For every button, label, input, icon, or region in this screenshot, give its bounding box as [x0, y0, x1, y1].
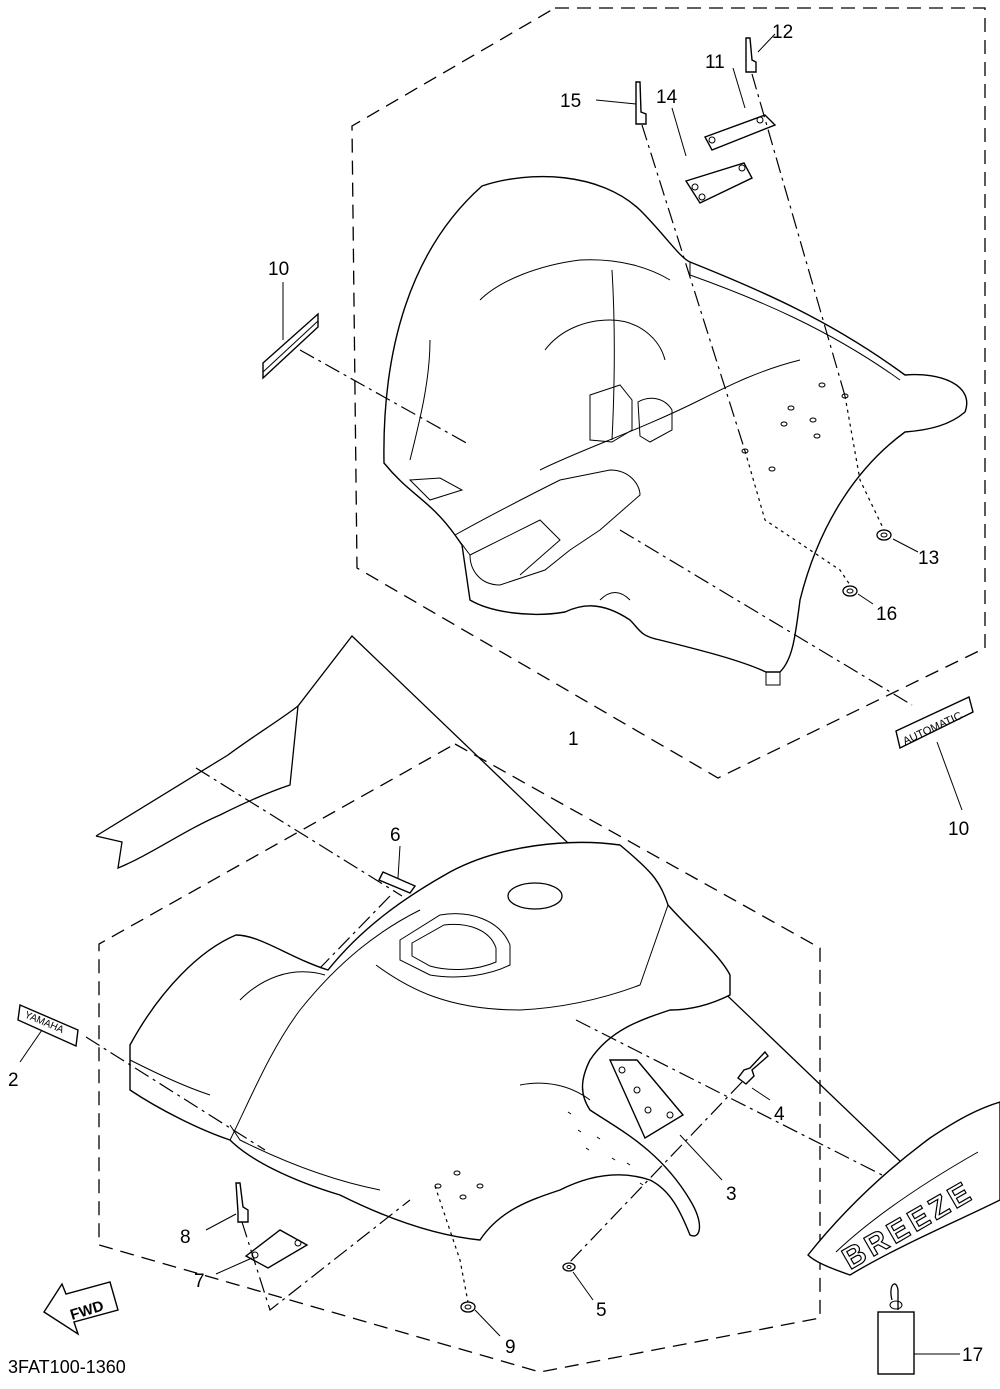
plate-7: [244, 1229, 309, 1269]
rivet-4: [737, 1050, 769, 1085]
rear-group-boundary: [351, 7, 986, 779]
callout-17: 17: [962, 1345, 983, 1366]
callout-14: 14: [656, 87, 678, 108]
yamaha-decal: YAMAHA: [17, 1003, 79, 1048]
callout-2: 2: [8, 1070, 19, 1091]
washer-5: [562, 1262, 576, 1272]
callout-10-bottom: 10: [948, 819, 969, 840]
callout-numbers: 1 2 3 4 5 6 7 8 9 10 10 11 12 13 14 15 1…: [8, 22, 983, 1366]
callout-6: 6: [390, 825, 401, 846]
tag-17: [877, 1283, 915, 1375]
callout-leaders: [19, 33, 963, 1355]
front-group-boundary: [98, 743, 821, 1373]
callout-10-top: 10: [268, 259, 289, 280]
drawing-code: 3FAT100-1360: [8, 1357, 126, 1377]
callout-1: 1: [568, 729, 579, 750]
rear-fender: [383, 175, 968, 673]
callout-16: 16: [876, 604, 897, 625]
plate-3: [608, 1059, 685, 1140]
front-fender-assembly: [85, 635, 902, 1373]
callout-4: 4: [774, 1104, 785, 1125]
decal-6: [378, 871, 417, 894]
callout-13: 13: [918, 548, 939, 569]
callout-9: 9: [505, 1337, 516, 1358]
washer-13: [876, 529, 892, 541]
automatic-decal: AUTOMATIC: [895, 696, 974, 750]
callout-12: 12: [772, 22, 793, 43]
rivet-15: [635, 81, 647, 125]
callout-7: 7: [194, 1271, 205, 1292]
callout-15: 15: [560, 91, 581, 112]
front-fender-holes: [434, 1111, 644, 1200]
rivet-12: [745, 37, 757, 73]
breeze-decal: BREEZE: [807, 1101, 1000, 1277]
callout-8: 8: [180, 1227, 191, 1248]
rear-fender-tray: [454, 469, 641, 586]
rivet-8: [235, 1182, 249, 1223]
front-fender: [129, 841, 731, 1241]
callout-3: 3: [726, 1184, 737, 1205]
washer-9: [460, 1301, 476, 1313]
washer-16: [842, 585, 858, 597]
plate-11: [704, 114, 777, 151]
rear-fender-assembly: [262, 7, 986, 779]
callout-11: 11: [705, 52, 725, 73]
fwd-direction-arrow: FWD: [43, 1281, 119, 1336]
plate-14: [684, 162, 753, 204]
callout-5: 5: [596, 1300, 607, 1321]
